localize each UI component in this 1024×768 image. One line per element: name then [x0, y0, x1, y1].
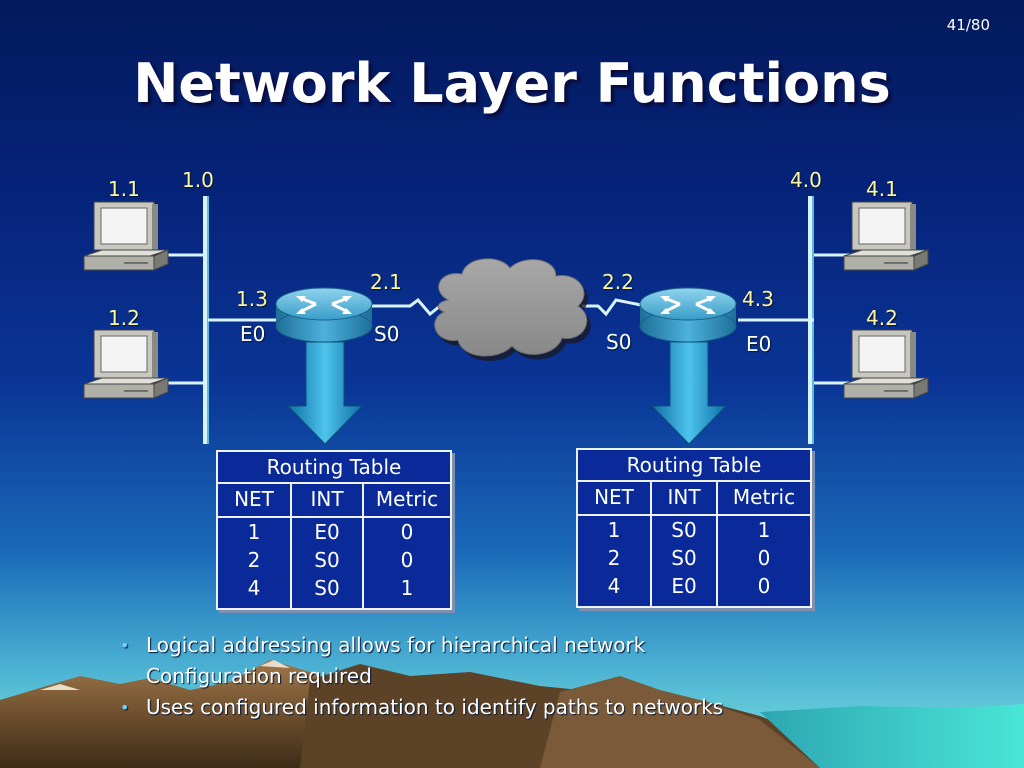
bullet-item-continuation: Configuration required — [118, 661, 723, 692]
label-host-1-1: 1.1 — [108, 177, 140, 201]
label-router-left-wan-if: S0 — [374, 322, 400, 346]
host-4-1-icon — [843, 201, 929, 271]
slide-title: Network Layer Functions — [133, 52, 891, 115]
table-cell-int: E0 — [671, 574, 697, 598]
label-host-1-2: 1.2 — [108, 306, 140, 330]
routing-table-right: Routing Table NET INT Metric 1 2 4 S0 S0… — [576, 448, 812, 608]
label-right-network: 4.0 — [790, 168, 822, 192]
table-cell-int: S0 — [314, 576, 340, 600]
table-cell-int: E0 — [314, 520, 340, 544]
label-router-right-lan-if: E0 — [746, 332, 772, 356]
routing-table-title: Routing Table — [578, 450, 810, 482]
serial-link-left — [368, 297, 441, 317]
bullet-icon: • — [120, 636, 130, 655]
down-arrow-left-icon — [286, 341, 364, 445]
table-cell-int: S0 — [314, 548, 340, 572]
label-router-left-lan-if: E0 — [240, 322, 266, 346]
routing-table-title: Routing Table — [218, 452, 450, 484]
bullet-item: • Uses configured information to identify… — [118, 692, 723, 723]
table-cell-metric: 0 — [757, 546, 771, 570]
column-header-metric: Metric — [375, 487, 439, 511]
host-1-1-icon — [83, 201, 169, 271]
bullet-icon: • — [120, 698, 130, 717]
down-arrow-right-icon — [650, 341, 728, 445]
bullet-list: • Logical addressing allows for hierarchi… — [118, 630, 723, 723]
host-4-2-icon — [843, 329, 929, 399]
router-left-icon — [275, 287, 373, 343]
column-header-net: NET — [234, 487, 274, 511]
column-header-metric: Metric — [732, 485, 796, 509]
table-cell-metric: 0 — [400, 548, 414, 572]
label-router-right-wan-if: S0 — [606, 330, 632, 354]
column-header-int: INT — [310, 487, 344, 511]
table-cell-int: S0 — [671, 518, 697, 542]
table-cell-net: 2 — [607, 546, 621, 570]
table-cell-metric: 1 — [757, 518, 771, 542]
label-host-4-2: 4.2 — [866, 306, 898, 330]
router-right-icon — [639, 287, 737, 343]
label-host-4-1: 4.1 — [866, 177, 898, 201]
host-1-2-icon — [83, 329, 169, 399]
table-cell-net: 4 — [247, 576, 261, 600]
label-router-left-wan-addr: 2.1 — [370, 270, 402, 294]
table-cell-net: 4 — [607, 574, 621, 598]
bullet-text: Uses configured information to identify … — [146, 695, 724, 719]
page-number: 41/80 — [946, 16, 990, 34]
bullet-text: Configuration required — [146, 664, 372, 688]
table-cell-net: 1 — [247, 520, 261, 544]
table-cell-metric: 0 — [400, 520, 414, 544]
bullet-item: • Logical addressing allows for hierarchi… — [118, 630, 723, 661]
table-cell-net: 2 — [247, 548, 261, 572]
label-router-right-wan-addr: 2.2 — [602, 270, 634, 294]
routing-table-left: Routing Table NET INT Metric 1 2 4 E0 S0… — [216, 450, 452, 610]
table-cell-net: 1 — [607, 518, 621, 542]
label-router-right-lan-addr: 4.3 — [742, 287, 774, 311]
table-cell-int: S0 — [671, 546, 697, 570]
label-left-network: 1.0 — [182, 168, 214, 192]
wan-cloud-icon — [434, 258, 591, 362]
label-router-left-lan-addr: 1.3 — [236, 287, 268, 311]
table-cell-metric: 1 — [400, 576, 414, 600]
serial-link-right — [582, 298, 647, 317]
bullet-text: Logical addressing allows for hierarchic… — [146, 633, 646, 657]
column-header-int: INT — [667, 485, 701, 509]
column-header-net: NET — [594, 485, 634, 509]
table-cell-metric: 0 — [757, 574, 771, 598]
